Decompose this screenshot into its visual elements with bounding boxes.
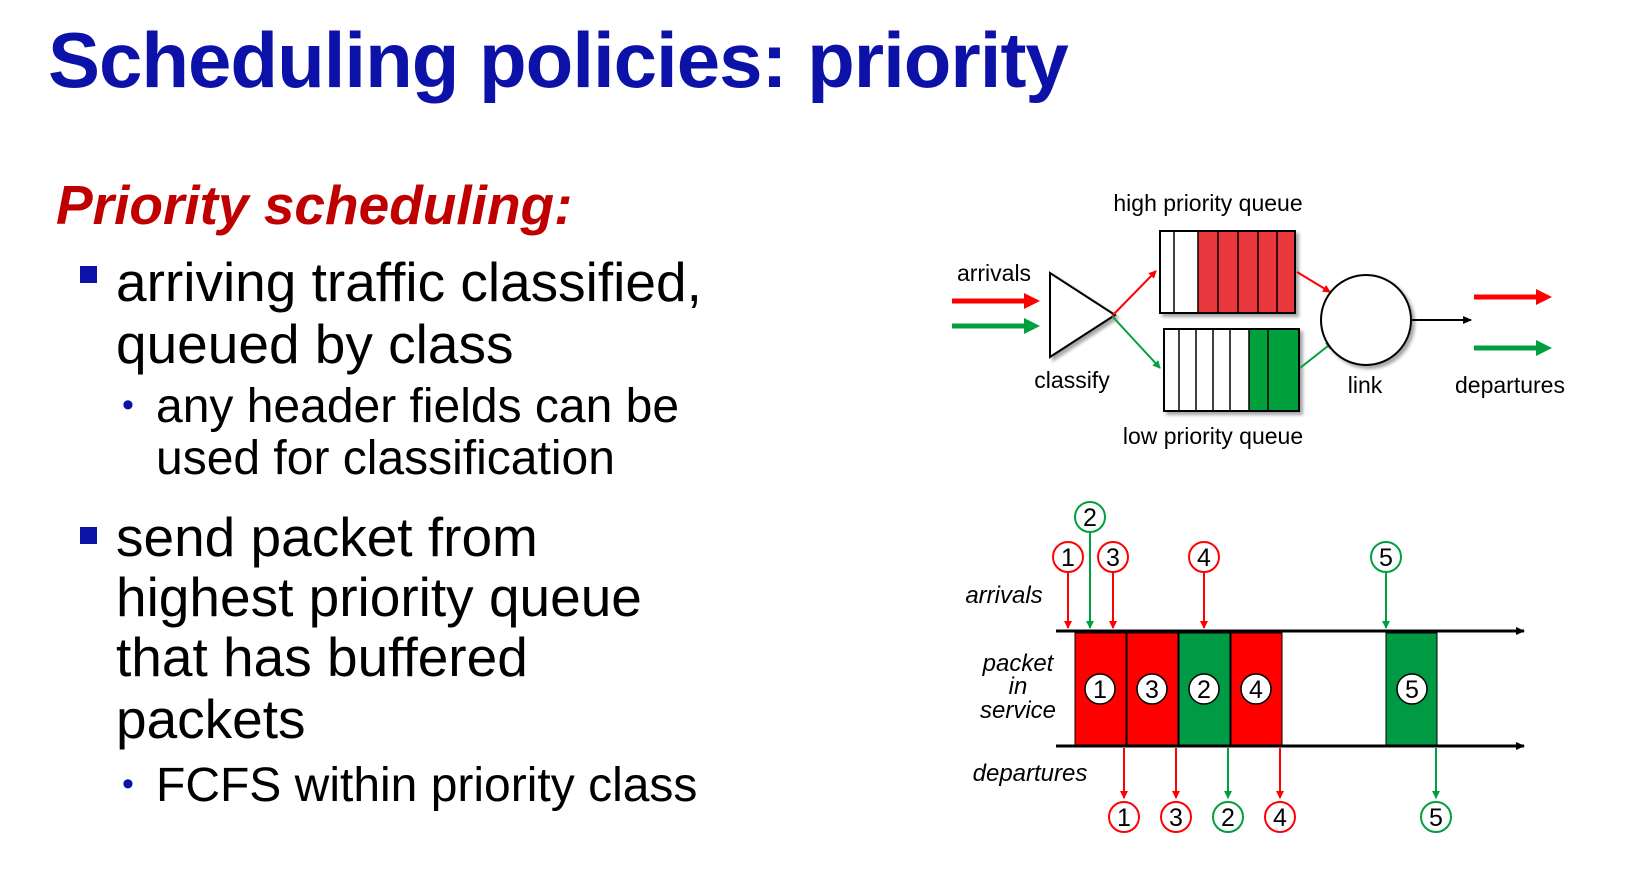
bullet-1-line-1: arriving traffic classified, — [116, 251, 702, 313]
arrivals-label: arrivals — [957, 260, 1031, 286]
service-number-3: 3 — [1145, 676, 1159, 704]
low-priority-queue — [1163, 328, 1300, 412]
high-queue-buffered — [1198, 231, 1295, 313]
arrival-1-label: 1 — [1061, 544, 1075, 572]
bullet-2-line-2: highest priority queue — [116, 566, 642, 628]
high-queue-label: high priority queue — [1113, 190, 1302, 216]
arrival-markers: 1 2 3 4 5 — [1052, 501, 1402, 629]
slide-subtitle: Priority scheduling: — [56, 174, 573, 236]
service-label-line-3: service — [980, 697, 1056, 724]
service-numbers: 1 3 2 4 5 — [1084, 673, 1428, 705]
to-high-queue-arrow — [1111, 270, 1157, 317]
departures-label: departures — [1455, 372, 1565, 398]
green-arrowhead-icon — [1536, 340, 1552, 356]
timeline-arrivals-label: arrivals — [965, 582, 1042, 609]
service-number-4: 4 — [1249, 676, 1263, 704]
departure-5-label: 5 — [1429, 804, 1443, 832]
high-priority-queue — [1159, 230, 1296, 314]
link-server-icon — [1320, 274, 1412, 366]
classifier-triangle-icon — [1049, 271, 1117, 359]
departure-3-label: 3 — [1169, 804, 1183, 832]
service-number-2: 2 — [1197, 676, 1211, 704]
bullet-1-line-2: queued by class — [116, 313, 514, 375]
red-arrowhead-icon — [1536, 289, 1552, 305]
queue-diagram: high priority queue arrivals classify — [952, 190, 1565, 449]
service-number-5: 5 — [1405, 676, 1419, 704]
bullet-2-line-3: that has buffered — [116, 626, 528, 688]
classify-label: classify — [1034, 367, 1110, 393]
timeline-departures-label: departures — [973, 760, 1088, 787]
round-bullet-icon: • — [122, 386, 134, 424]
arrival-4-label: 4 — [1197, 544, 1211, 572]
slide-title: Scheduling policies: priority — [48, 16, 1069, 104]
square-bullet-icon — [80, 266, 97, 283]
departure-4-label: 4 — [1273, 804, 1287, 832]
service-label-line-2: in — [1009, 673, 1028, 700]
low-queue-label: low priority queue — [1123, 423, 1303, 449]
sub-bullet-2-line-1: FCFS within priority class — [156, 759, 698, 812]
to-low-queue-arrow — [1111, 315, 1161, 369]
sub-bullet-1-line-1: any header fields can be — [156, 380, 680, 433]
high-to-link-arrow — [1296, 271, 1331, 293]
link-label: link — [1348, 372, 1383, 398]
departure-1-label: 1 — [1117, 804, 1131, 832]
incoming-arrows — [952, 293, 1040, 334]
arrival-5-label: 5 — [1379, 544, 1393, 572]
low-to-link-arrow — [1299, 341, 1334, 369]
arrival-2-label: 2 — [1083, 504, 1097, 532]
red-arrowhead-icon — [1024, 293, 1040, 309]
round-bullet-icon: • — [122, 765, 134, 803]
timeline-diagram: arrivals packet in service departures 1 … — [965, 501, 1525, 833]
green-arrowhead-icon — [1024, 318, 1040, 334]
sub-bullet-1-line-2: used for classification — [156, 432, 615, 485]
square-bullet-icon — [80, 527, 97, 544]
service-label-line-1: packet — [982, 650, 1055, 677]
departure-markers: 1 3 2 4 5 — [1108, 748, 1452, 833]
service-number-1: 1 — [1093, 676, 1107, 704]
departure-2-label: 2 — [1221, 804, 1235, 832]
bullet-2-line-4: packets — [116, 688, 306, 750]
bullet-2-line-1: send packet from — [116, 506, 538, 568]
low-queue-buffered — [1249, 329, 1299, 411]
arrival-3-label: 3 — [1106, 544, 1120, 572]
